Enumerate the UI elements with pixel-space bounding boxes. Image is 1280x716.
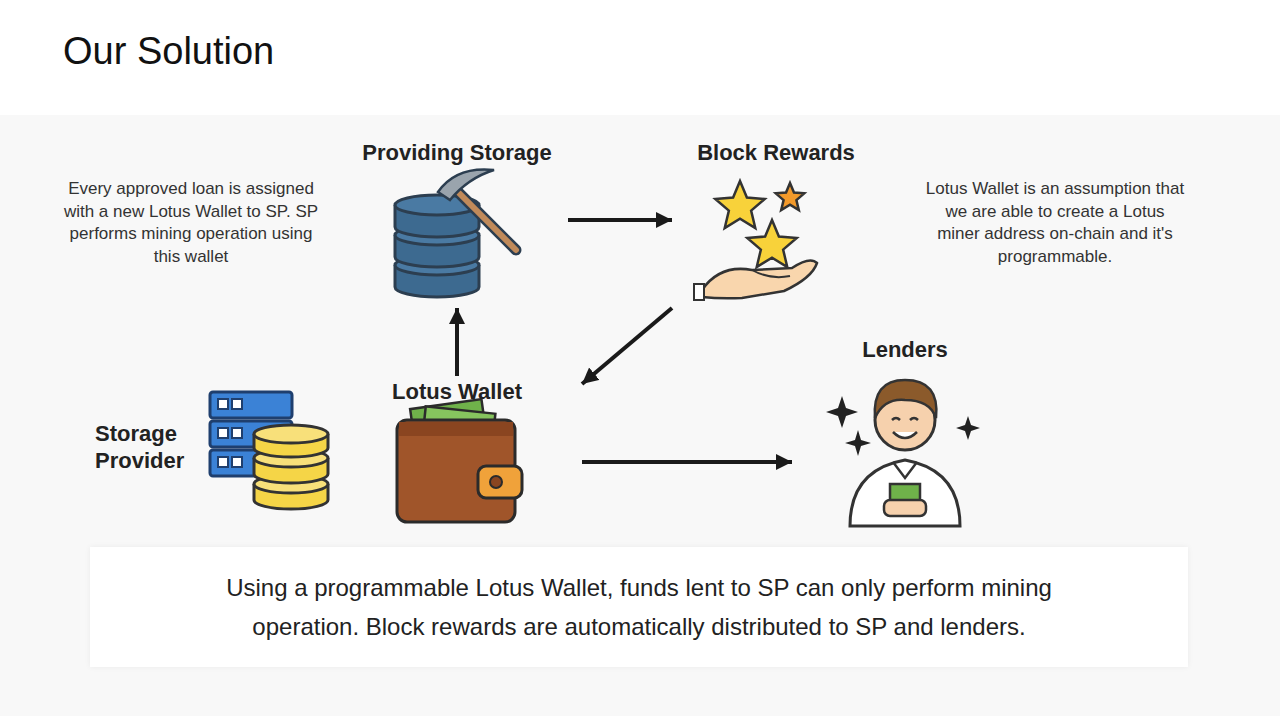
hand-icon	[752, 270, 790, 277]
stars-icon	[747, 220, 796, 267]
server-icon	[232, 428, 242, 438]
pickaxe-icon	[452, 186, 516, 250]
person-icon	[875, 380, 937, 418]
stars-icon	[715, 181, 804, 267]
side-note: Every approved loan is assigned with a n…	[60, 178, 322, 268]
hand-icon	[694, 284, 704, 300]
server-icon	[218, 399, 228, 409]
server-icon	[210, 392, 292, 418]
icon-node: Lotus Wallet	[380, 376, 582, 526]
node-heading: Storage Provider	[95, 420, 195, 474]
server-icon	[218, 457, 228, 467]
pickaxe-icon	[438, 169, 494, 200]
pickaxe-icon	[452, 186, 516, 250]
icon-node: Lenders	[792, 334, 1018, 530]
person-icon	[826, 380, 980, 526]
icon-node: Providing Storage	[350, 137, 568, 308]
icon-node: Storage Provider	[90, 388, 335, 512]
icon-node: Block Rewards	[672, 137, 880, 308]
server-icon	[232, 457, 242, 467]
slide-title: Our Solution	[63, 30, 274, 73]
hand-icon	[702, 260, 817, 298]
server-icon	[232, 399, 242, 409]
person-icon	[893, 432, 917, 438]
database-icon	[395, 195, 479, 297]
person-icon	[850, 460, 960, 526]
node-heading: Lotus Wallet	[392, 378, 522, 405]
wallet-icon	[478, 466, 522, 498]
node-heading: Block Rewards	[697, 139, 855, 166]
hand-icon	[694, 260, 817, 300]
person-icon	[845, 430, 871, 456]
node-heading: Lenders	[862, 336, 948, 363]
storage-database-icon	[254, 425, 328, 443]
storage-database-icon	[254, 425, 328, 509]
wallet-icon	[490, 476, 502, 488]
caption-box: Using a programmable Lotus Wallet, funds…	[90, 547, 1188, 667]
person-icon	[893, 462, 917, 478]
server-icon	[218, 428, 228, 438]
stars-icon	[715, 181, 764, 228]
stars-icon	[776, 183, 805, 210]
flow-arrow	[582, 308, 672, 384]
person-icon	[884, 500, 926, 516]
person-icon	[892, 418, 918, 420]
person-icon	[826, 396, 858, 428]
flow-arrow	[582, 460, 792, 464]
wallet-icon	[399, 422, 513, 436]
node-heading: Providing Storage	[362, 139, 551, 166]
caption-text: Using a programmable Lotus Wallet, funds…	[189, 568, 1089, 646]
flow-arrow	[568, 218, 672, 222]
person-icon	[956, 416, 980, 440]
wallet-icon	[397, 399, 522, 522]
flow-arrow	[455, 308, 459, 376]
pickaxe-icon	[438, 169, 516, 250]
side-note: Lotus Wallet is an assumption that we ar…	[924, 178, 1186, 268]
